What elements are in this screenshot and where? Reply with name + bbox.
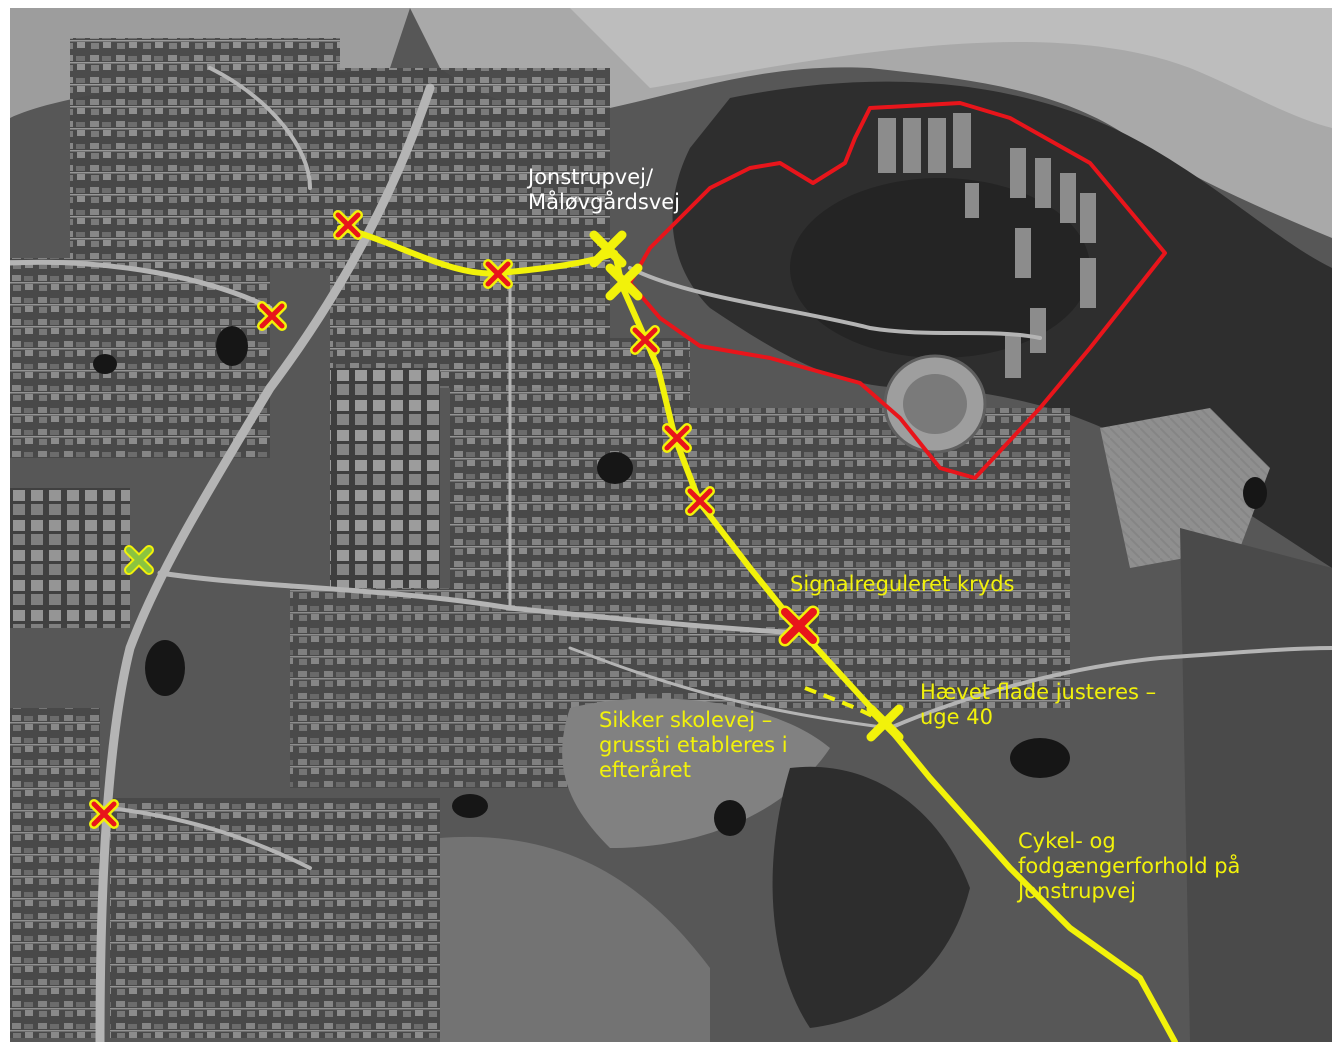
red-cross-marker-icon[interactable] xyxy=(257,301,287,331)
yellow-cross-marker-icon[interactable] xyxy=(866,704,904,742)
cycle-conditions-label: Cykel- og fodgængerforhold på Jonstrupve… xyxy=(1018,829,1241,903)
raised-surface-label: Hævet flade justeres – uge 40 xyxy=(920,680,1157,729)
aerial-map[interactable]: Jonstrupvej/ Måløvgårdsvej Signalreguler… xyxy=(10,8,1332,1042)
marker-layer xyxy=(89,210,904,829)
map-canvas xyxy=(10,8,1332,1042)
signal-label: Signalreguleret kryds xyxy=(790,572,1015,596)
red-cross-marker-icon[interactable] xyxy=(662,423,692,453)
school-path-dashed xyxy=(804,686,887,725)
green-cross-marker-icon[interactable] xyxy=(124,545,154,575)
jonstrupvej-route xyxy=(337,225,1178,1042)
red-cross-marker-icon[interactable] xyxy=(630,325,660,355)
red-cross-marker-icon[interactable] xyxy=(685,486,715,516)
red-cross-marker-icon[interactable] xyxy=(778,605,820,647)
intersection-label: Jonstrupvej/ Måløvgårdsvej xyxy=(528,165,681,214)
red-cross-marker-icon[interactable] xyxy=(333,210,363,240)
red-cross-marker-icon[interactable] xyxy=(483,259,513,289)
yellow-cross-marker-icon[interactable] xyxy=(605,263,643,301)
red-cross-marker-icon[interactable] xyxy=(89,799,119,829)
school-path-label: Sikker skolevej – grussti etableres i ef… xyxy=(599,708,788,782)
military-area-outline xyxy=(628,101,1167,480)
yellow-cross-marker-icon[interactable] xyxy=(589,230,627,268)
